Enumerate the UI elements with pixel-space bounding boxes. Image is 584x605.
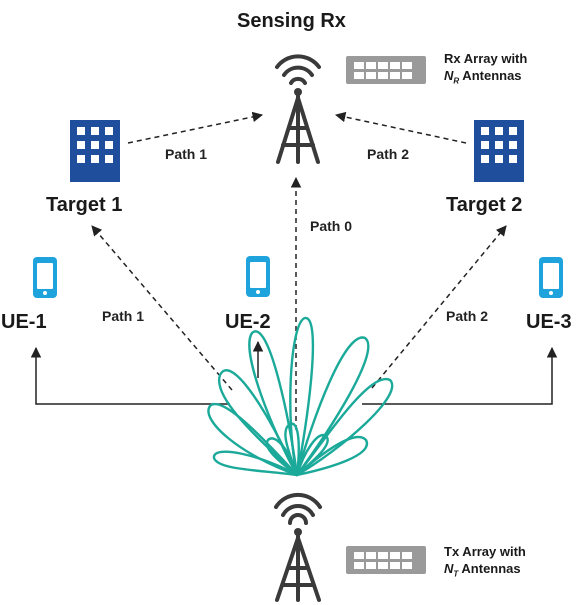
- tx-array-rest: Antennas: [458, 561, 521, 576]
- path-2-target-to-rx-arrow: [334, 111, 467, 144]
- tx-array-line2: NT Antennas: [444, 560, 526, 583]
- link-to-ue-1-arrow: [30, 346, 230, 405]
- rx-array-line1: Rx Array with: [444, 51, 528, 66]
- rx-array-rest: Antennas: [459, 68, 522, 83]
- target-2-building-icon: [474, 120, 524, 182]
- path-2-tx-to-target-arrow: [371, 225, 507, 389]
- ue-1-phone-icon: [33, 257, 57, 298]
- path-1-upper-label: Path 1: [165, 146, 208, 162]
- tx-tower-icon: [274, 492, 322, 602]
- ue-2-label: UE-2: [225, 311, 271, 333]
- sensing-rx-label: Sensing Rx: [237, 10, 346, 32]
- path-2-lower-label: Path 2: [446, 308, 489, 324]
- target-1-label: Target 1: [46, 194, 123, 216]
- ue-2-phone-icon: [246, 256, 270, 297]
- rx-array-n: N: [444, 68, 454, 83]
- target-1-building-icon: [70, 120, 120, 182]
- target-2-label: Target 2: [446, 194, 523, 216]
- link-to-ue-3-arrow: [362, 346, 558, 405]
- tx-array-sub: T: [453, 569, 459, 579]
- tx-array-n: N: [444, 561, 454, 576]
- ue-3-phone-icon: [539, 257, 563, 298]
- path-2-upper-label: Path 2: [367, 146, 410, 162]
- rx-array-line2: NR Antennas: [444, 67, 527, 90]
- tx-array-icon: [346, 546, 426, 574]
- rx-array-icon: [346, 56, 426, 84]
- beam-pattern: [207, 316, 394, 477]
- sensing-rx-tower-icon: [275, 54, 321, 164]
- ue-3-label: UE-3: [526, 311, 572, 333]
- path-0-label: Path 0: [310, 218, 353, 234]
- rx-array-label: Rx Array with NR Antennas: [444, 50, 527, 90]
- path-1-lower-label: Path 1: [102, 308, 145, 324]
- tx-array-label: Tx Array with NT Antennas: [444, 543, 526, 583]
- ue-1-label: UE-1: [1, 311, 47, 333]
- tx-array-line1: Tx Array with: [444, 544, 526, 559]
- path-1-target-to-rx-arrow: [127, 111, 264, 144]
- rx-array-sub: R: [453, 76, 460, 86]
